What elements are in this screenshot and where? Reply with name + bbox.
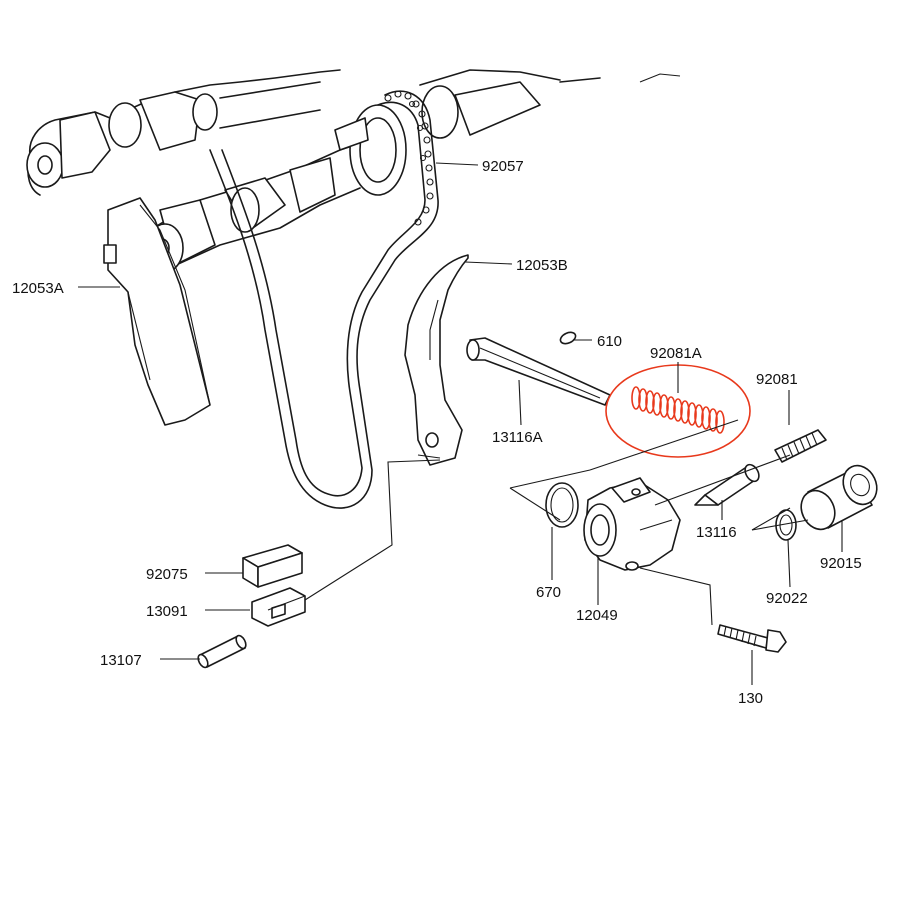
pin-13107 [197,634,247,669]
label-13107: 13107 [100,652,142,669]
label-92081: 92081 [756,371,798,388]
label-92081A: 92081A [650,345,702,362]
label-13091: 13091 [146,603,188,620]
label-610: 610 [597,333,622,350]
cap-92015 [800,464,878,531]
label-12053B: 12053B [516,257,568,274]
block-92075 [242,544,303,588]
label-13116A: 13116A [492,429,543,446]
label-92015: 92015 [820,555,862,572]
label-12049: 12049 [576,607,618,624]
label-130: 130 [738,690,763,707]
bolt-130 [717,624,787,653]
cam-chain [209,90,439,509]
pin-610 [559,331,577,345]
tensioner-body-12049 [583,477,681,571]
chain-guide-12053A [103,197,211,426]
label-12053A: 12053A [12,280,64,297]
label-13116: 13116 [696,524,737,541]
label-670: 670 [536,584,561,601]
part-labels: 92057 12053B 12053A 610 92081A 92081 131… [12,158,862,707]
pushrod-13116A [466,337,611,406]
spring-92081 [774,429,827,463]
label-leaders [78,162,843,685]
label-92075: 92075 [146,566,188,583]
assembly-lines [304,419,809,626]
label-92022: 92022 [766,590,808,607]
front-camshaft [146,104,407,273]
label-92057: 92057 [482,158,524,175]
shoe-13091 [251,587,306,627]
tensioner-guide-12053B [404,254,469,466]
oring-670 [545,482,579,528]
